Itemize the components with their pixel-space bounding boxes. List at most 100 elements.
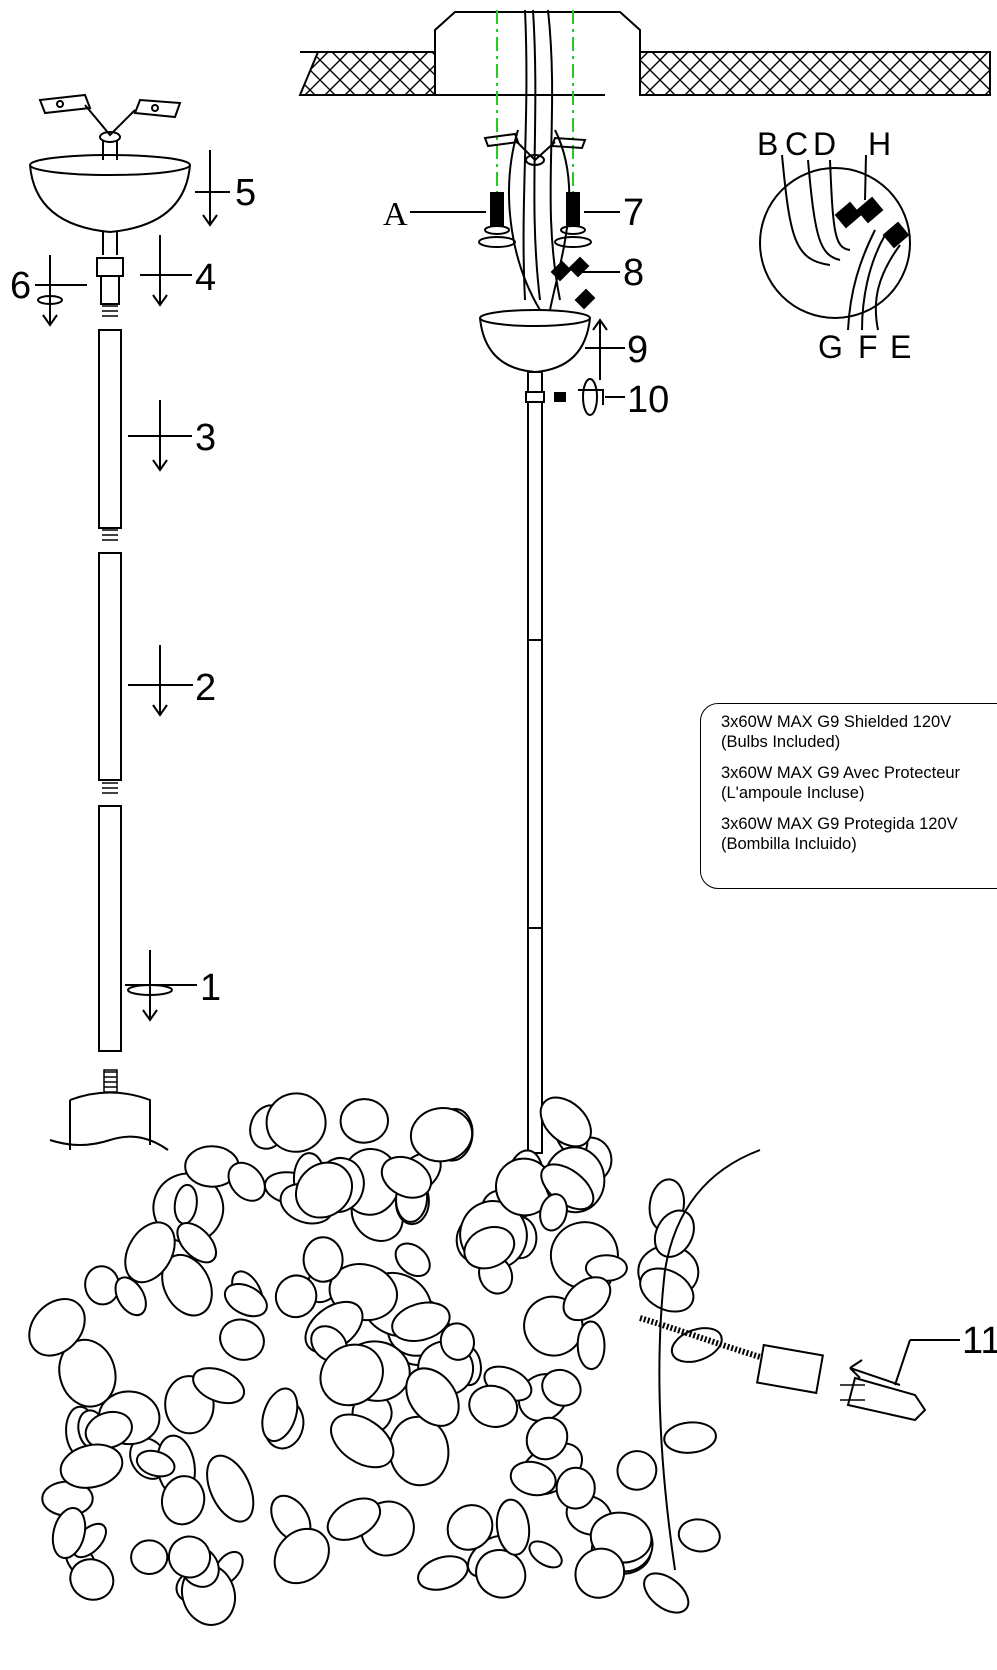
decorative-disc [261,1387,299,1443]
bulb-socket-cutaway [639,1149,927,1571]
step-label-4: 4 [195,257,216,299]
decorative-disc [135,1449,176,1478]
decorative-disc [192,1367,246,1405]
step-label-11: 11 [962,1320,997,1362]
decorative-disc [555,1466,596,1510]
decorative-disc [227,1161,266,1202]
decorative-disc [339,1098,389,1144]
decorative-disc [409,1107,474,1163]
decorative-disc [319,1343,384,1407]
decorative-disc [69,1558,115,1601]
wire-label-d: D [813,126,836,162]
decorative-disc [670,1327,723,1363]
decorative-disc [643,1572,690,1614]
spec-french: 3x60W MAX G9 Avec Protecteur (L'ampoule … [721,763,997,803]
decorative-disc [446,1504,494,1551]
alignment-guides [496,10,574,225]
decorative-disc [539,1193,568,1232]
step-arrows-left [35,150,230,1022]
spec-english: 3x60W MAX G9 Shielded 120V (Bulbs Includ… [721,712,997,752]
bulb-spec-box: 3x60W MAX G9 Shielded 120V (Bulbs Includ… [700,703,997,889]
decorative-disc [380,1155,432,1199]
spec-french-line2: (L'ampoule Incluse) [721,784,865,802]
decorative-disc [639,1267,695,1313]
decorative-disc [439,1322,475,1361]
decorative-disc [167,1535,212,1579]
canopy-left [29,154,191,255]
decorative-disc [394,1242,431,1278]
step-label-3: 3 [195,417,216,459]
wiring-detail-inset [759,154,911,331]
step-label-6: 6 [10,265,31,307]
decorative-disc [295,1161,353,1219]
decorative-disc [663,1421,717,1454]
decorative-disc [574,1547,626,1599]
mounting-bracket-center [483,132,587,166]
decorative-disc [59,1443,124,1489]
decorative-disc [495,1498,531,1556]
step-arrows-center [585,318,625,380]
wire-label-e: E [890,329,911,365]
screw-7 [554,192,592,248]
decorative-disc [405,1367,460,1427]
disc-cluster [28,1092,723,1626]
step-label-2: 2 [195,667,216,709]
decorative-disc [84,1410,133,1450]
wire-label-c: C [785,126,808,162]
decorative-disc [51,1506,87,1560]
spec-spanish-line1: 3x60W MAX G9 Protegida 120V [721,815,958,833]
decorative-disc [677,1518,721,1553]
fixture-body-left [49,1069,169,1151]
wire-label-b: B [757,126,778,162]
decorative-disc [525,1416,569,1461]
decorative-disc [28,1298,86,1357]
spec-spanish: 3x60W MAX G9 Protegida 120V (Bombilla In… [721,814,997,854]
decorative-disc [528,1540,563,1569]
decorative-disc [219,1318,265,1361]
decorative-disc [273,1527,330,1585]
decorative-disc [124,1221,176,1284]
wire-letter-labels: B C D H G F E [757,126,911,365]
decorative-disc [274,1274,318,1319]
canopy-center [479,309,591,403]
decorative-disc [206,1454,255,1523]
decorative-disc [160,1475,206,1526]
decorative-disc [562,1276,612,1322]
spec-english-line1: 3x60W MAX G9 Shielded 120V [721,713,952,731]
step-label-9: 9 [627,329,648,371]
rod-segment-3 [98,805,122,1052]
decorative-disc [463,1226,516,1270]
decorative-disc [509,1460,557,1497]
rod-segment-2 [98,552,122,794]
screw-a [478,192,516,248]
ceiling [298,11,991,96]
decorative-disc [176,1222,218,1264]
step-label-8: 8 [623,252,644,294]
decorative-disc [616,1450,658,1491]
rod-segment-1 [98,329,122,541]
spec-spanish-line2: (Bombilla Incluido) [721,835,857,853]
decorative-disc [223,1283,268,1318]
decorative-disc [330,1413,395,1469]
rod-assembled [527,401,543,1154]
coupling-nut-left [96,257,124,317]
decorative-disc [114,1276,147,1317]
step-label-1: 1 [200,967,221,1009]
part-label-a: A [383,196,408,233]
wire-label-f: F [858,329,878,365]
wire-label-g: G [818,329,843,365]
decorative-disc [302,1236,344,1283]
decorative-disc [539,1096,592,1148]
step-labels: 1 2 3 4 5 6 7 8 9 10 11 A [10,172,997,1362]
step-label-10: 10 [627,379,669,421]
wire-label-h: H [868,126,891,162]
decorative-disc [417,1555,469,1591]
wire-connectors-center [550,256,596,310]
decorative-disc [541,1368,582,1407]
leader-lines [192,211,960,1386]
decorative-disc [326,1497,382,1541]
step-label-5: 5 [235,172,256,214]
decorative-disc [468,1384,519,1428]
decorative-disc [265,1092,327,1153]
